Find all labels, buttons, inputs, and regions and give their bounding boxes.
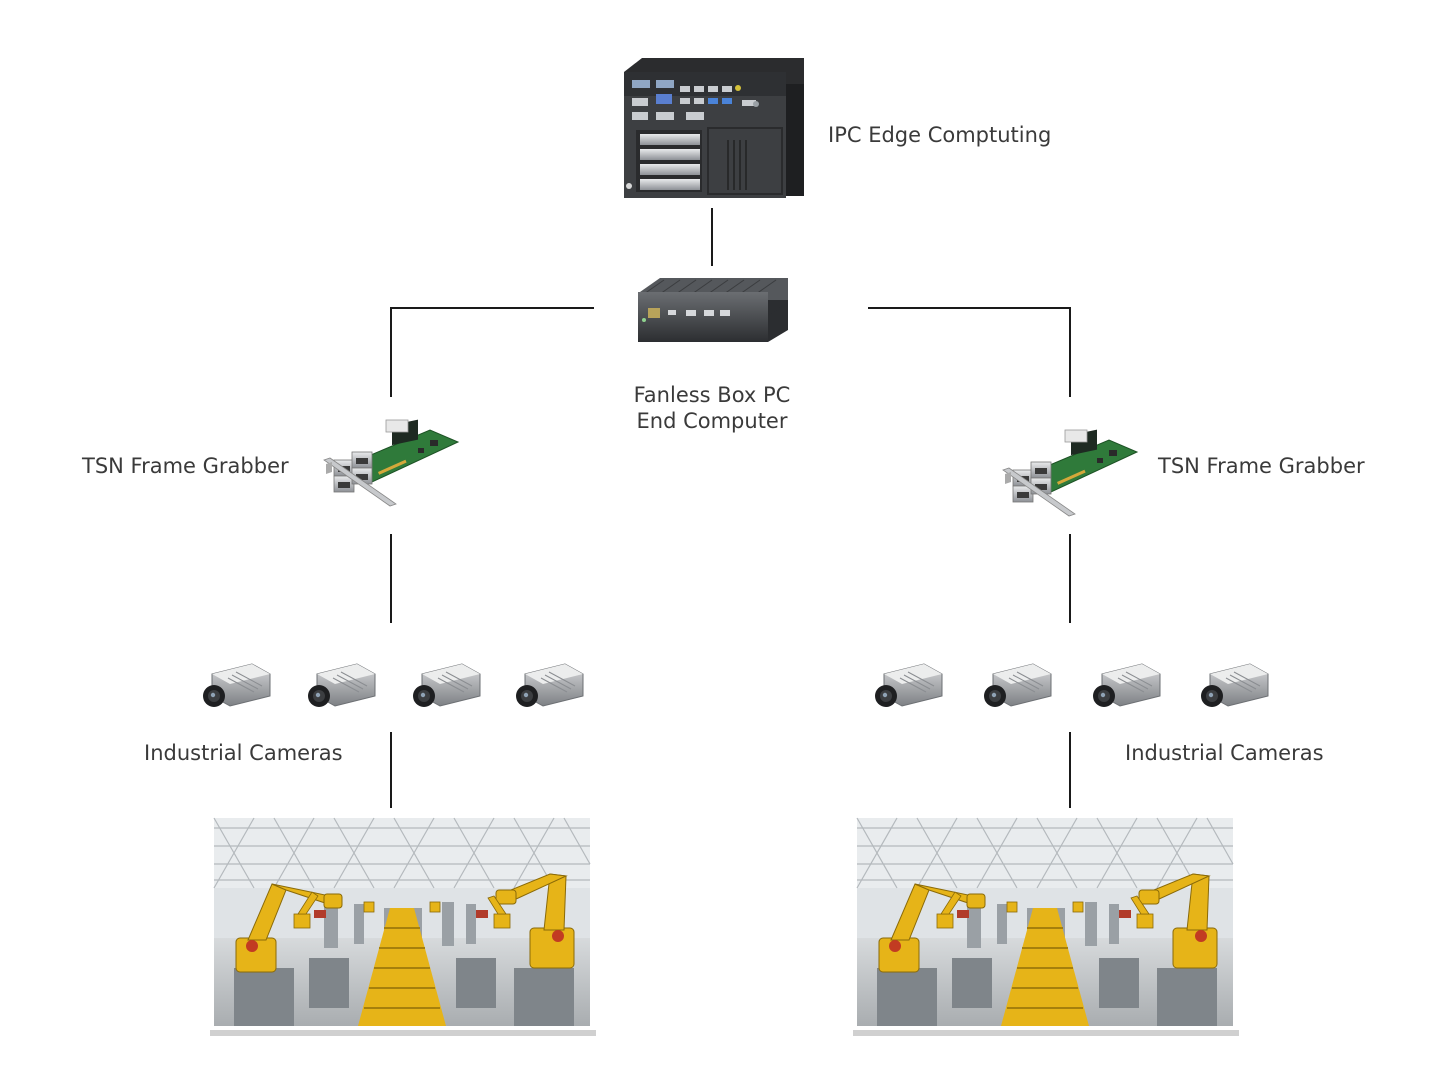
connector-lines [390,208,1071,808]
industrial-pc-icon [624,58,804,198]
box-pc-label-line1: Fanless Box PC [633,383,791,407]
industrial-camera-icon [983,663,1052,708]
network-card-icon [1002,429,1139,517]
edge-boxpc-grabber-right [868,307,1071,397]
industrial-camera-icon [412,663,481,708]
industrial-camera-icon [1200,663,1269,708]
camera-group-right [874,663,1269,708]
edge-boxpc-grabber-left [390,307,594,397]
box-pc-label-line2: End Computer [636,409,788,433]
industrial-camera-icon [874,663,943,708]
camera-group-left [202,663,584,708]
box-pc-label: Fanless Box PC End Computer [612,382,812,434]
cameras-left-label: Industrial Cameras [144,741,343,765]
grabber-right-label: TSN Frame Grabber [1158,454,1365,478]
industrial-camera-icon [515,663,584,708]
network-card-icon [323,419,460,507]
robotic-factory-photo [208,812,596,1036]
fanless-box-pc-icon [638,278,788,342]
grabber-left-label: TSN Frame Grabber [82,454,289,478]
industrial-camera-icon [202,663,271,708]
industrial-camera-icon [307,663,376,708]
industrial-camera-icon [1092,663,1161,708]
cameras-right-label: Industrial Cameras [1125,741,1324,765]
robotic-factory-photo [851,812,1239,1036]
ipc-label: IPC Edge Comptuting [828,123,1052,147]
